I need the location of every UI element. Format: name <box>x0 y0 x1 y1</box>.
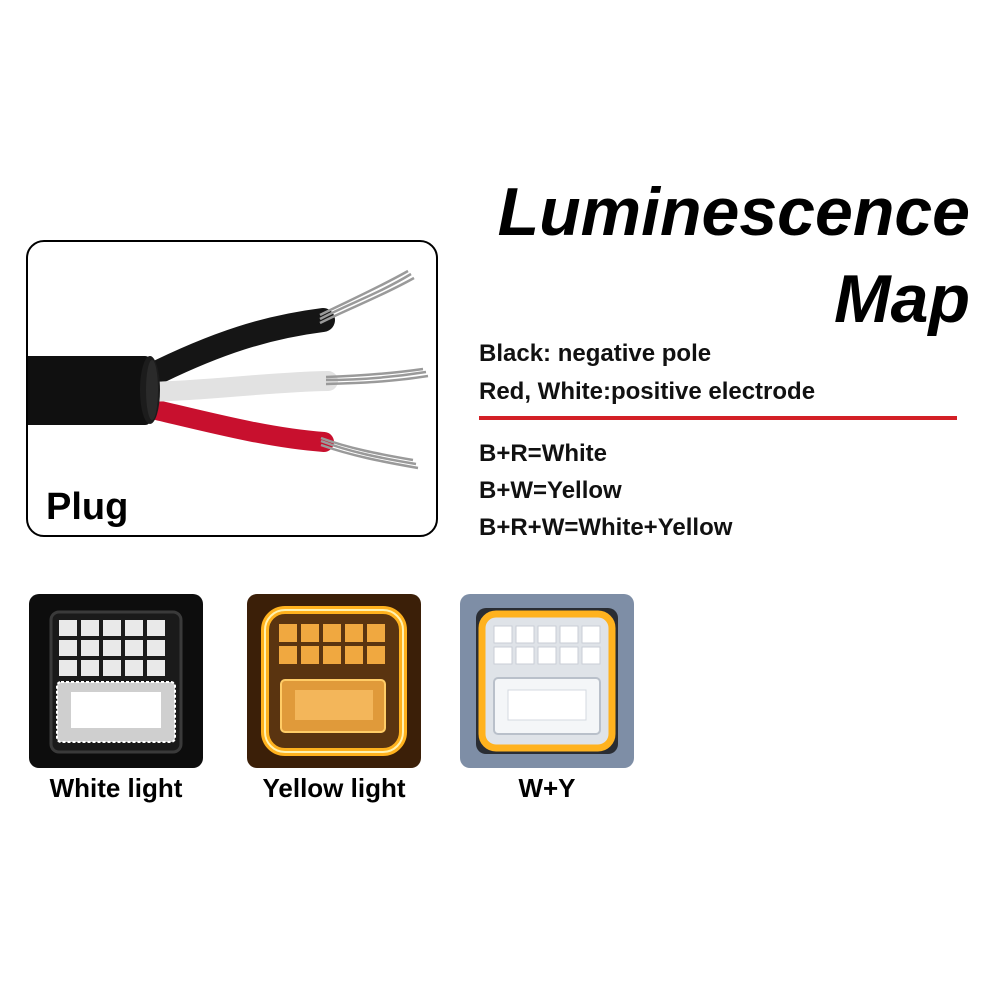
legend-positive: Red, White:positive electrode <box>479 378 816 405</box>
caption-wy: W+Y <box>518 773 576 803</box>
caption-white-light: White light <box>49 773 183 803</box>
combo-br: B+R=White <box>479 440 608 467</box>
legend-negative: Black: negative pole <box>479 340 712 367</box>
lamp-yellow-image <box>247 594 421 768</box>
combo-bw: B+W=Yellow <box>479 477 622 504</box>
plug-label: Plug <box>46 486 129 528</box>
page-title-line1: Luminescence <box>497 174 970 250</box>
cable-illustration <box>28 269 429 470</box>
combo-brw: B+R+W=White+Yellow <box>479 514 733 541</box>
lamp-white-image <box>29 594 203 768</box>
lamp-wy-image <box>460 594 634 768</box>
caption-yellow-light: Yellow light <box>262 773 406 803</box>
plug-panel: Plug <box>26 240 438 537</box>
page-title-line2: Map <box>834 261 970 337</box>
red-divider <box>479 416 957 420</box>
